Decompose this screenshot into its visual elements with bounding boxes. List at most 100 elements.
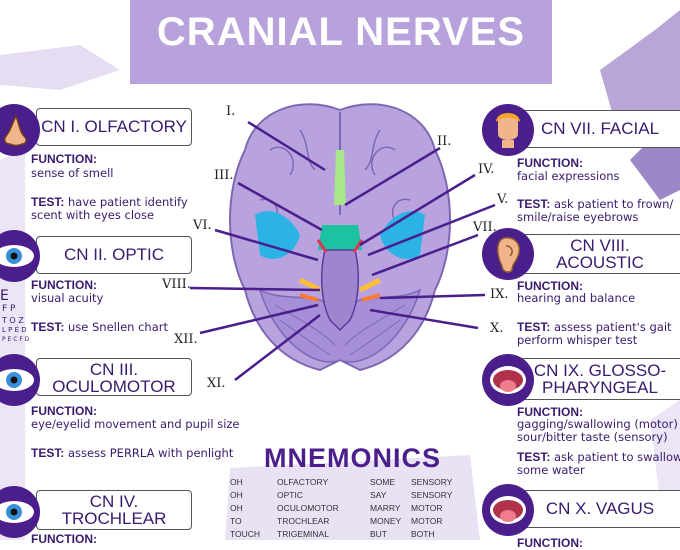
cn9-test-label: TEST: — [517, 450, 551, 464]
mn-m1: OH — [230, 490, 243, 500]
cn7-function-text: facial expressions — [517, 169, 620, 183]
cn8-test-label: TEST: — [517, 320, 551, 334]
cn8-title-box — [510, 234, 680, 274]
cn9-function-text-1: gagging/swallowing (motor) — [517, 417, 678, 431]
mn-type: MOTOR — [411, 503, 443, 513]
mn-m2: SAY — [370, 490, 387, 500]
label-vi: VI. — [193, 218, 212, 233]
cn4-function-label: FUNCTION: — [31, 532, 97, 546]
label-x: X. — [490, 321, 504, 336]
cn1-title-box — [36, 108, 192, 146]
cn3-title-2: OCULOMOTOR — [52, 377, 176, 396]
cn4-title-2: TROCHLEAR — [61, 509, 167, 528]
cn2-function-text: visual acuity — [31, 291, 104, 305]
mn-m1: TO — [230, 516, 242, 526]
cn8-title-2: ACOUSTIC — [556, 253, 644, 272]
label-i: I. — [226, 104, 236, 119]
page-title: CRANIAL NERVES — [156, 10, 526, 54]
cn4-title-1: CN IV. — [89, 492, 139, 511]
cn2-title-box — [36, 236, 192, 274]
mn-type: BOTH — [411, 529, 435, 539]
cn4-title-box — [36, 490, 192, 530]
label-ii: II. — [437, 134, 452, 149]
cn2-test-text: use Snellen chart — [68, 320, 168, 334]
cn7-title-box — [510, 110, 680, 148]
cn2-title: CN II. OPTIC — [63, 245, 165, 264]
label-xii: XII. — [174, 332, 198, 347]
snellen-row-5: P E C F D — [2, 336, 30, 343]
mn-nerve: OCULOMOTOR — [277, 503, 339, 513]
label-viii: VIII. — [162, 277, 191, 292]
cn7-test-text-2: smile/raise eyebrows — [517, 210, 639, 224]
mn-m1: TOUCH — [230, 529, 261, 539]
cn9-test-text-1: ask patient to swallow — [554, 450, 680, 464]
cn8-function-text: hearing and balance — [517, 291, 636, 305]
cn9-function-label: FUNCTION: — [517, 405, 583, 419]
cn2-function-label: FUNCTION: — [31, 278, 97, 292]
cn9-title-box — [510, 358, 680, 400]
mn-m2: SOME — [370, 477, 396, 487]
cn1-test-text-2: scent with eyes close — [31, 208, 155, 222]
face-icon — [482, 104, 534, 156]
mn-m2: BUT — [370, 529, 387, 539]
label-iv: IV. — [478, 162, 495, 177]
cn3-title-1: CN III. — [89, 360, 139, 379]
cn8-function-label: FUNCTION: — [517, 279, 583, 293]
cn10-title-box — [510, 490, 680, 528]
ear-icon — [482, 228, 534, 280]
snellen-row-1: E — [0, 288, 9, 304]
mouth-icon — [482, 484, 534, 536]
cn1-test-label: TEST: — [31, 195, 65, 209]
label-v: V. — [497, 192, 509, 207]
cn8-test-text-2: perform whisper test — [517, 333, 638, 347]
mn-type: MOTOR — [411, 516, 443, 526]
cn3-title-box — [36, 358, 192, 396]
eye-icon — [0, 354, 40, 406]
cn7-test-text-1: ask patient to frown/ — [554, 197, 674, 211]
title-banner — [130, 0, 552, 84]
nose-icon — [0, 104, 40, 156]
snellen-row-2: F P — [2, 304, 16, 314]
cn9-title-1: CN IX. GLOSSO- — [533, 361, 667, 380]
snellen-row-4: L P E D — [2, 326, 27, 334]
cn9-title-2: PHARYNGEAL — [542, 378, 658, 397]
label-iii: III. — [214, 168, 234, 183]
mn-type: SENSORY — [411, 477, 453, 487]
cn1-function-label: FUNCTION: — [31, 152, 97, 166]
mn-type: SENSORY — [411, 490, 453, 500]
mn-nerve: OLFACTORY — [277, 477, 329, 487]
cn3-test-text: assess PERRLA with penlight — [68, 446, 234, 460]
cn7-test-label: TEST: — [517, 197, 551, 211]
snellen-row-3: T O Z — [2, 316, 24, 325]
cn1-title: CN I. OLFACTORY — [41, 117, 187, 136]
cn8-test-text-1: assess patient's gait — [554, 320, 672, 334]
mn-m2: MONEY — [370, 516, 402, 526]
mouth-icon — [482, 354, 534, 406]
eye-icon — [0, 486, 40, 538]
cn7-function-label: FUNCTION: — [517, 156, 583, 170]
label-ix: IX. — [490, 287, 509, 302]
mn-nerve: TRIGEMINAL — [277, 529, 329, 539]
mnemonics-title: MNEMONICS — [264, 443, 441, 473]
cn10-title: CN X. VAGUS — [545, 499, 655, 518]
cn9-function-text-2: sour/bitter taste (sensory) — [517, 430, 668, 444]
mn-nerve: OPTIC — [277, 490, 303, 500]
mn-m1: OH — [230, 477, 243, 487]
eye-icon — [0, 230, 40, 282]
cn3-test-label: TEST: — [31, 446, 65, 460]
cn8-title-1: CN VIII. — [570, 236, 630, 255]
cn2-test-label: TEST: — [31, 320, 65, 334]
mn-m1: OH — [230, 503, 243, 513]
mn-nerve: TROCHLEAR — [277, 516, 330, 526]
cn9-test-text-2: some water — [517, 463, 585, 477]
cn1-test-text-1: have patient identify — [68, 195, 188, 209]
cn1-function-text: sense of smell — [31, 166, 114, 180]
cn7-title: CN VII. FACIAL — [540, 119, 660, 138]
label-vii: VII. — [473, 220, 497, 235]
cn10-function-label: FUNCTION: — [517, 536, 583, 550]
label-xi: XI. — [207, 376, 226, 391]
cn3-function-text: eye/eyelid movement and pupil size — [31, 417, 240, 431]
cn3-function-label: FUNCTION: — [31, 404, 97, 418]
mn-m2: MARRY — [370, 503, 401, 513]
